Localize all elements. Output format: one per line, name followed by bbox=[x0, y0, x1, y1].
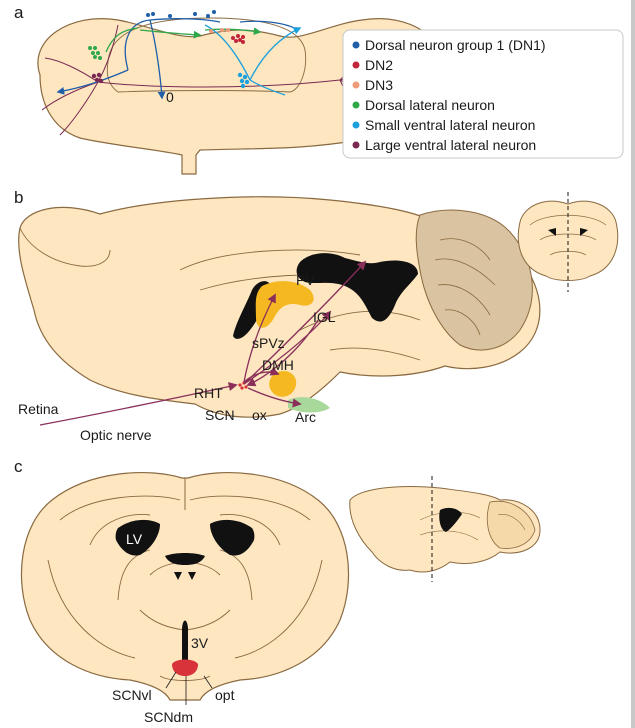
legend-swatch bbox=[353, 62, 360, 69]
coronal-inset bbox=[518, 192, 617, 292]
third-ventricle bbox=[182, 621, 188, 665]
coronal-brain bbox=[21, 473, 348, 705]
optic-nerve-label: Optic nerve bbox=[80, 427, 152, 443]
dmh-label: DMH bbox=[262, 357, 294, 373]
opt-label: opt bbox=[215, 687, 235, 703]
legend-label: Large ventral lateral neuron bbox=[365, 137, 536, 153]
lv-label: LV bbox=[126, 531, 143, 547]
3v-label: 3V bbox=[191, 635, 209, 651]
legend-item-large-lnv: Large ventral lateral neuron bbox=[353, 137, 537, 153]
panel-b-letter: b bbox=[14, 188, 23, 207]
legend-label: Dorsal lateral neuron bbox=[365, 97, 495, 113]
retina-label: Retina bbox=[18, 401, 59, 417]
scndm-label: SCNdm bbox=[144, 709, 193, 725]
legend-item-dn1: Dorsal neuron group 1 (DN1) bbox=[353, 37, 546, 53]
legend-label: Dorsal neuron group 1 (DN1) bbox=[365, 37, 546, 53]
legend-swatch bbox=[353, 42, 360, 49]
legend-item-small-lnv: Small ventral lateral neuron bbox=[353, 117, 536, 133]
spvz-label: sPVz bbox=[252, 335, 285, 351]
legend-label: DN3 bbox=[365, 77, 393, 93]
legend-swatch bbox=[353, 122, 360, 129]
sagittal-inset bbox=[350, 476, 540, 582]
panel-c-letter: c bbox=[14, 457, 23, 476]
legend-label: DN2 bbox=[365, 57, 393, 73]
center-mark-label: 0 bbox=[166, 89, 174, 105]
dn1-cluster bbox=[146, 10, 216, 18]
scnvl-label: SCNvl bbox=[112, 687, 152, 703]
legend: Dorsal neuron group 1 (DN1) DN2 DN3 Dors… bbox=[343, 30, 623, 158]
legend-item-lnd: Dorsal lateral neuron bbox=[353, 97, 495, 113]
panel-c: c bbox=[14, 457, 540, 725]
legend-label: Small ventral lateral neuron bbox=[365, 117, 535, 133]
right-edge-strip bbox=[631, 0, 635, 728]
panel-a: a bbox=[14, 3, 623, 174]
legend-swatch bbox=[353, 102, 360, 109]
rht-label: RHT bbox=[194, 385, 223, 401]
ox-label: ox bbox=[252, 407, 267, 423]
panel-a-letter: a bbox=[14, 3, 24, 22]
scn-label: SCN bbox=[205, 407, 235, 423]
legend-swatch bbox=[353, 82, 360, 89]
sagittal-brain bbox=[19, 197, 540, 425]
legend-swatch bbox=[353, 142, 360, 149]
panel-b: b bbox=[14, 188, 618, 443]
arc-label: Arc bbox=[295, 409, 316, 425]
igl-label: IGL bbox=[313, 309, 336, 325]
pv-label: PV bbox=[296, 272, 315, 288]
